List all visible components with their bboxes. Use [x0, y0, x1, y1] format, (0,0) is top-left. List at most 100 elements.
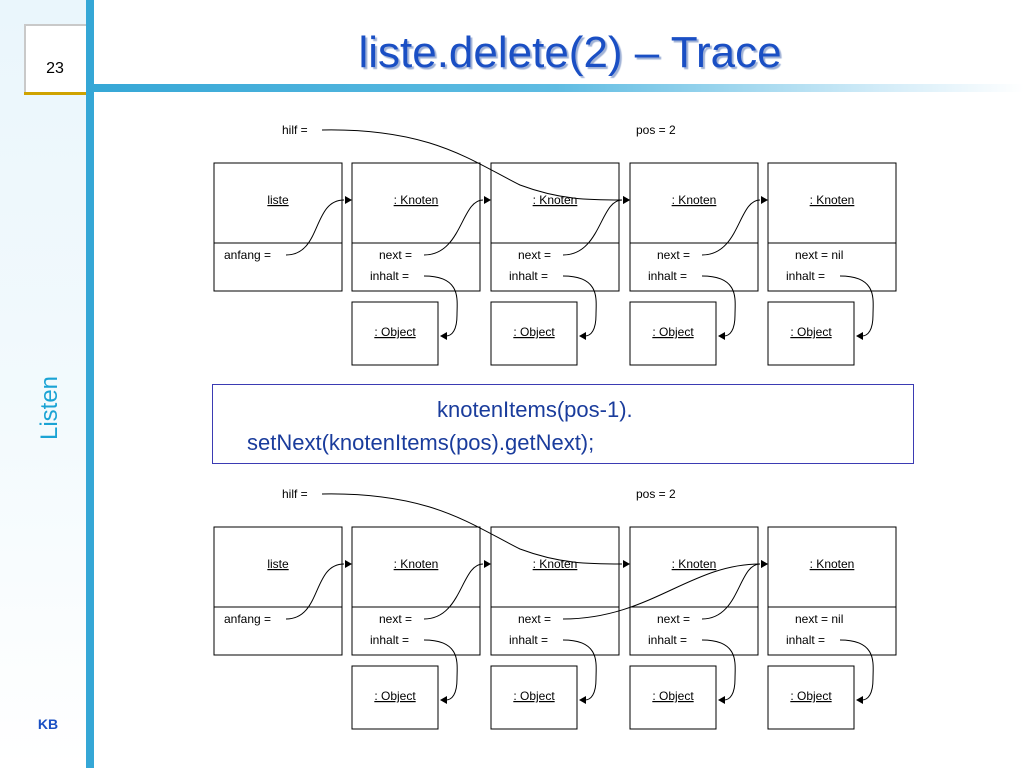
object-label: : Object: [374, 325, 416, 339]
anfang-label: anfang =: [224, 612, 271, 626]
object-box: [629, 301, 717, 366]
hilf-arrowhead: [623, 560, 630, 568]
slide-title: liste.delete(2) – Trace: [358, 28, 782, 77]
next-label: next =: [379, 248, 412, 262]
next-bypass-pointer: [562, 563, 761, 620]
knoten-label: : Knoten: [810, 557, 855, 571]
liste-label: liste: [267, 557, 289, 571]
knoten-box: [490, 162, 620, 292]
author-initials: KB: [37, 716, 59, 732]
liste-box: [213, 162, 343, 292]
object-label: : Object: [652, 325, 694, 339]
knoten-label: : Knoten: [672, 193, 717, 207]
next-pointer: [562, 199, 623, 256]
next-label: next =: [657, 612, 690, 626]
inhalt-label: inhalt =: [786, 633, 825, 647]
object-box: [351, 301, 439, 366]
object-box: [767, 665, 855, 730]
knoten-box: [767, 162, 897, 292]
next-arrowhead: [484, 196, 491, 204]
object-box: [490, 301, 578, 366]
object-label: : Object: [652, 689, 694, 703]
inhalt-label: inhalt =: [786, 269, 825, 283]
next-pointer: [423, 199, 484, 256]
next-label: next =: [518, 248, 551, 262]
object-label: : Object: [790, 689, 832, 703]
anfang-arrowhead: [345, 560, 352, 568]
inhalt-arrowhead: [579, 696, 586, 704]
inhalt-pointer: [839, 639, 874, 701]
inhalt-arrowhead: [718, 696, 725, 704]
object-label: : Object: [790, 325, 832, 339]
object-label: : Object: [513, 689, 555, 703]
code-line-2: setNext(knotenItems(pos).getNext);: [247, 430, 595, 455]
object-box: [351, 665, 439, 730]
vertical-accent-bar: [86, 0, 94, 768]
liste-label: liste: [267, 193, 289, 207]
next-label: next =: [518, 612, 551, 626]
liste-box: [213, 526, 343, 656]
inhalt-arrowhead: [440, 696, 447, 704]
inhalt-label: inhalt =: [648, 269, 687, 283]
inhalt-pointer: [701, 275, 736, 337]
knoten-label: : Knoten: [394, 193, 439, 207]
inhalt-label: inhalt =: [648, 633, 687, 647]
inhalt-label: inhalt =: [509, 269, 548, 283]
object-label: : Object: [513, 325, 555, 339]
code-line-1: knotenItems(pos-1).: [437, 397, 633, 422]
knoten-label: : Knoten: [533, 193, 578, 207]
next-label: next =: [379, 612, 412, 626]
title-underline-bar: [86, 84, 1024, 92]
next-pointer: [423, 563, 484, 620]
inhalt-pointer: [423, 639, 458, 701]
inhalt-pointer: [562, 275, 597, 337]
anfang-pointer: [285, 199, 345, 256]
page-number: 23: [46, 60, 64, 77]
knoten-label: : Knoten: [810, 193, 855, 207]
pos-label: pos = 2: [636, 123, 676, 137]
anfang-arrowhead: [345, 196, 352, 204]
next-pointer: [701, 563, 761, 620]
code-box: knotenItems(pos-1). setNext(knotenItems(…: [212, 384, 914, 464]
inhalt-label: inhalt =: [370, 269, 409, 283]
hilf-pointer: [321, 493, 623, 565]
anfang-label: anfang =: [224, 248, 271, 262]
object-box: [767, 301, 855, 366]
next-nil-label: next = nil: [795, 612, 843, 626]
inhalt-arrowhead: [440, 332, 447, 340]
inhalt-pointer: [562, 639, 597, 701]
next-arrowhead: [761, 560, 768, 568]
sidebar-background: [0, 0, 86, 768]
inhalt-arrowhead: [856, 332, 863, 340]
knoten-label: : Knoten: [672, 557, 717, 571]
object-box: [490, 665, 578, 730]
next-nil-label: next = nil: [795, 248, 843, 262]
inhalt-pointer: [701, 639, 736, 701]
knoten-box: [351, 162, 481, 292]
hilf-arrowhead: [623, 196, 630, 204]
hilf-label: hilf =: [282, 487, 308, 501]
inhalt-label: inhalt =: [509, 633, 548, 647]
inhalt-arrowhead: [579, 332, 586, 340]
knoten-box: [490, 526, 620, 656]
inhalt-arrowhead: [718, 332, 725, 340]
object-box: [629, 665, 717, 730]
object-label: : Object: [374, 689, 416, 703]
knoten-box: [767, 526, 897, 656]
inhalt-arrowhead: [856, 696, 863, 704]
inhalt-pointer: [423, 275, 458, 337]
anfang-pointer: [285, 563, 345, 620]
knoten-label: : Knoten: [533, 557, 578, 571]
pos-label: pos = 2: [636, 487, 676, 501]
next-arrowhead: [484, 560, 491, 568]
knoten-box: [351, 526, 481, 656]
knoten-label: : Knoten: [394, 557, 439, 571]
next-label: next =: [657, 248, 690, 262]
hilf-label: hilf =: [282, 123, 308, 137]
inhalt-label: inhalt =: [370, 633, 409, 647]
next-pointer: [701, 199, 761, 256]
next-arrowhead: [761, 196, 768, 204]
hilf-pointer: [321, 129, 623, 201]
page-number-underline: [24, 92, 86, 95]
